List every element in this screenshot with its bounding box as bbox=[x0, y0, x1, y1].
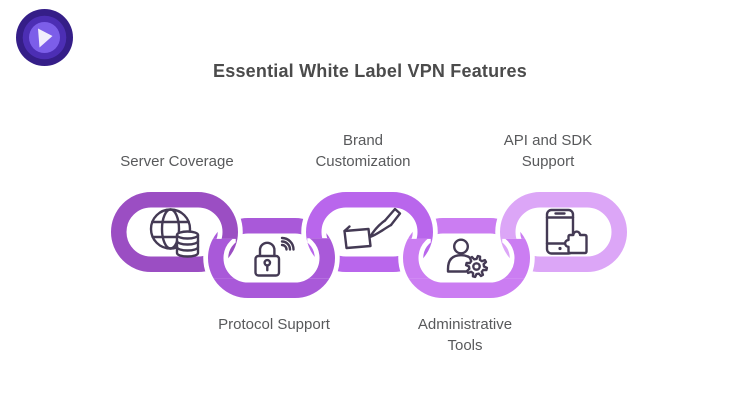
feature-label-api-sdk-support: API and SDK Support bbox=[503, 132, 593, 170]
feature-label-administrative-tools: Administrative Tools bbox=[417, 316, 513, 354]
feature-label-protocol-support: Protocol Support bbox=[218, 316, 330, 333]
chain-link-1 bbox=[106, 187, 243, 277]
feature-label-brand-customization: Brand Customization bbox=[315, 132, 411, 170]
paint-brush-icon bbox=[343, 207, 402, 250]
chain-link-2-overlap bbox=[307, 238, 340, 279]
chain-link-4-overlap bbox=[398, 238, 431, 279]
chain-link-2-overlap bbox=[203, 238, 236, 279]
lock-signal-icon bbox=[254, 236, 295, 277]
vpn-brand-logo bbox=[16, 9, 73, 66]
chain-link-5 bbox=[495, 187, 632, 277]
feature-label-server-coverage: Server Coverage bbox=[120, 153, 234, 170]
user-gear-icon bbox=[446, 238, 489, 279]
page-title: Essential White Label VPN Features bbox=[213, 61, 527, 81]
logo-pick-shape bbox=[38, 28, 53, 48]
phone-puzzle-icon bbox=[545, 208, 588, 255]
chain-link-4-overlap bbox=[502, 238, 535, 279]
globe-server-icon bbox=[149, 208, 200, 258]
chain-link-3 bbox=[301, 187, 438, 277]
